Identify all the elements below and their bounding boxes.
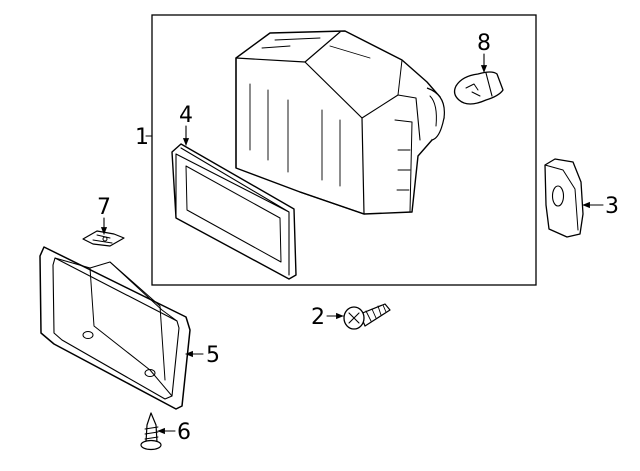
callout-8: 8 xyxy=(477,31,491,56)
screw xyxy=(140,412,162,451)
lens xyxy=(171,143,297,280)
callout-3: 3 xyxy=(605,194,619,219)
side-pad xyxy=(544,158,584,238)
bolt xyxy=(343,303,391,330)
callout-7: 7 xyxy=(97,195,111,220)
callout-5: 5 xyxy=(206,343,220,368)
bracket xyxy=(39,246,191,410)
lamp-housing xyxy=(235,30,445,215)
callout-1: 1 xyxy=(135,125,149,150)
callout-2: 2 xyxy=(311,305,325,330)
callout-4: 4 xyxy=(179,103,193,128)
callout-6: 6 xyxy=(177,420,191,445)
clip xyxy=(82,230,125,247)
assembly-frame xyxy=(151,14,537,286)
leader-lines xyxy=(100,53,604,435)
bulb xyxy=(453,71,504,105)
